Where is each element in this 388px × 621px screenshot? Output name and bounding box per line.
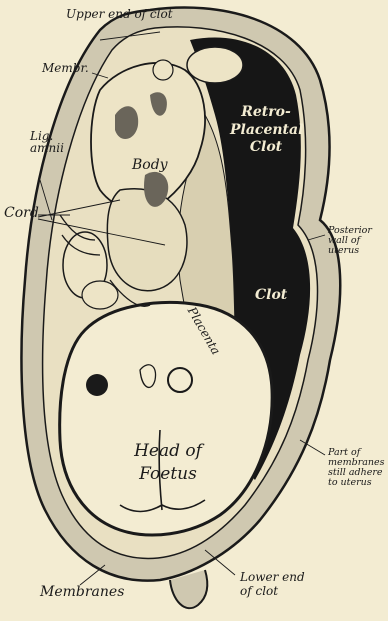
label-membranes: Membranes (40, 585, 124, 599)
fetal-limb-small (153, 60, 173, 80)
ear-mark (168, 368, 192, 392)
label-body: Body (132, 158, 168, 172)
label-head-of-foetus: Head of Foetus (118, 440, 218, 486)
eye-orbit (86, 374, 108, 396)
label-posterior-wall: Posterior wall of uterus (328, 226, 386, 256)
label-part-of-membranes: Part of membranes still adhere to uterus (328, 448, 386, 488)
label-lower-end-of-clot: Lower end of clot (240, 570, 310, 599)
label-membr: Membr. (42, 62, 89, 74)
label-lig-amnii: Lig. amnii (30, 130, 70, 154)
label-clot: Clot (255, 288, 287, 302)
label-upper-end-of-clot: Upper end of clot (66, 8, 173, 20)
fetal-foot (82, 281, 118, 309)
label-cord: Cord (4, 206, 39, 220)
label-retro-placental-clot: Retro-Placental Clot (230, 104, 302, 157)
fetal-limb-upper (187, 47, 243, 83)
